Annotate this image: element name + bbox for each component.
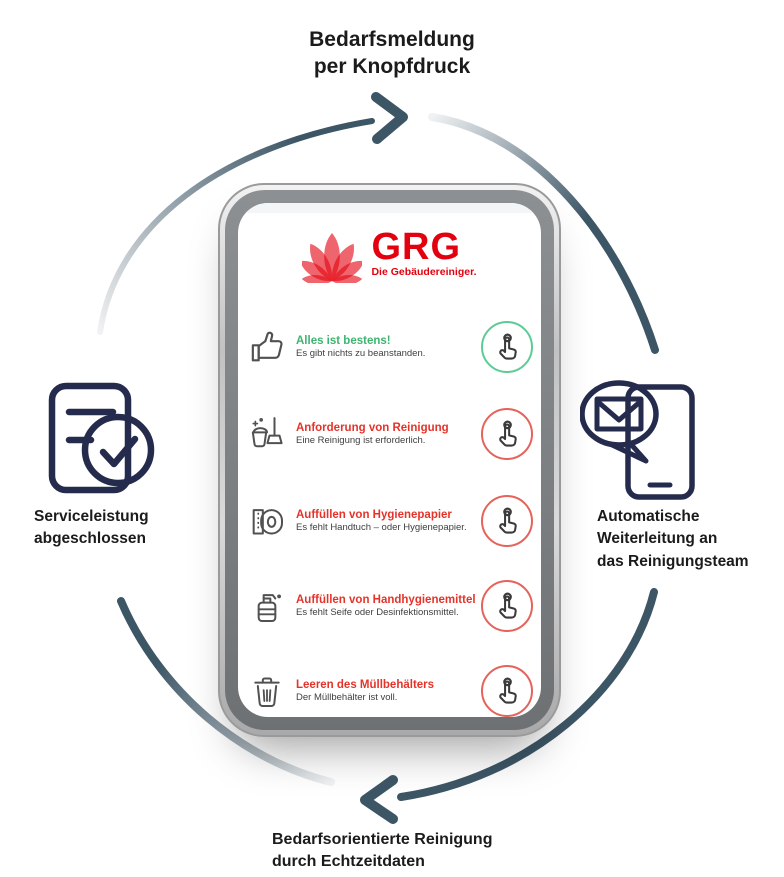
list-item-text: Auffüllen von Hygienepapier Es fehlt Han… — [296, 508, 472, 535]
phone-bezel: GRG Die Gebäudereiniger. Alles ist beste… — [225, 190, 554, 730]
label-auto-forwarding: Automatische Weiterleitung an das Reinig… — [597, 508, 749, 570]
list-item-text: Anforderung von Reinigung Eine Reinigung… — [296, 421, 472, 448]
tap-button-refill-sanitizer[interactable] — [481, 580, 533, 632]
grg-logo-text: GRG — [371, 225, 462, 268]
item-title: Leeren des Müllbehälters — [296, 678, 435, 691]
item-title: Alles ist bestens! — [296, 334, 391, 347]
grg-logo: GRG Die Gebäudereiniger. — [238, 225, 541, 283]
tap-button-request-cleaning[interactable] — [481, 408, 533, 460]
tap-button-refill-paper[interactable] — [481, 495, 533, 547]
tap-finger-icon — [499, 592, 517, 619]
arrowhead-top-icon — [371, 92, 408, 144]
item-subtitle: Es fehlt Handtuch – oder Hygienepapier. — [296, 522, 467, 534]
item-subtitle: Es fehlt Seife oder Desinfektionsmittel. — [296, 607, 459, 619]
grg-logo-subtitle: Die Gebäudereiniger. — [371, 266, 477, 279]
item-subtitle: Der Müllbehälter ist voll. — [296, 692, 398, 704]
item-title: Anforderung von Reinigung — [296, 421, 449, 434]
thumbs-up-icon — [251, 331, 283, 362]
tap-finger-icon — [499, 333, 517, 360]
list-item-refill-paper: Auffüllen von Hygienepapier Es fehlt Han… — [247, 493, 533, 549]
list-item-empty-trash: Leeren des Müllbehälters Der Müllbehälte… — [247, 663, 533, 717]
tap-finger-icon — [499, 677, 517, 704]
item-subtitle: Eine Reinigung ist erforderlich. — [296, 435, 426, 447]
phone-message-icon — [580, 380, 695, 500]
item-subtitle: Es gibt nichts zu beanstanden. — [296, 348, 426, 360]
cleaning-icon — [251, 417, 283, 448]
list-item-all-good: Alles ist bestens! Es gibt nichts zu bea… — [247, 319, 533, 375]
status-bar — [238, 203, 541, 213]
tap-finger-icon — [499, 420, 517, 447]
list-item-text: Leeren des Müllbehälters Der Müllbehälte… — [296, 678, 472, 705]
label-demand-cleaning: Bedarfsorientierte Reinigung durch Echtz… — [272, 831, 493, 870]
item-title: Auffüllen von Hygienepapier — [296, 508, 452, 521]
grg-wordmark: GRG Die Gebäudereiniger. — [371, 225, 477, 279]
list-item-request-cleaning: Anforderung von Reinigung Eine Reinigung… — [247, 406, 533, 462]
page-title: Bedarfsmeldung per Knopfdruck — [309, 28, 475, 79]
phone-screen: GRG Die Gebäudereiniger. Alles ist beste… — [238, 203, 541, 717]
list-item-text: Alles ist bestens! Es gibt nichts zu bea… — [296, 334, 472, 361]
grg-flower-icon — [302, 233, 363, 283]
disinfectant-icon — [257, 594, 281, 622]
toilet-paper-icon — [252, 509, 283, 535]
trash-icon — [254, 677, 280, 707]
arrowhead-bottom-icon — [360, 775, 398, 824]
smartphone-mockup: GRG Die Gebäudereiniger. Alles ist beste… — [218, 183, 561, 737]
service-report-check-icon — [48, 382, 155, 494]
label-service-complete: Serviceleistung abgeschlossen — [34, 508, 149, 548]
list-item-refill-sanitizer: Auffüllen von Handhygienemittel Es fehlt… — [247, 578, 533, 634]
item-title: Auffüllen von Handhygienemittel — [296, 593, 476, 606]
list-item-text: Auffüllen von Handhygienemittel Es fehlt… — [296, 593, 476, 620]
tap-button-empty-trash[interactable] — [481, 665, 533, 717]
tap-finger-icon — [499, 507, 517, 534]
tap-button-all-good[interactable] — [481, 321, 533, 373]
